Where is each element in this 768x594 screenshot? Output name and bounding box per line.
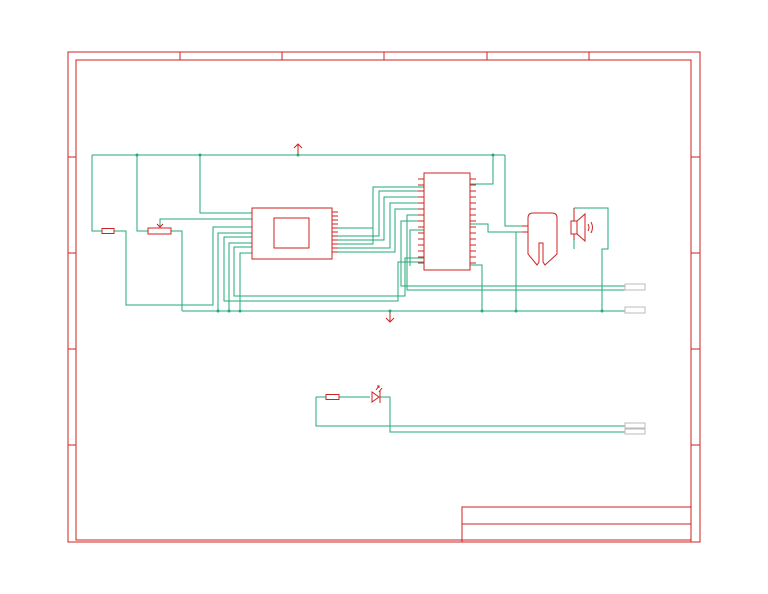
- resistor-r2-icon: [325, 394, 340, 400]
- zone-ticks-right: [691, 156, 700, 446]
- resistor-r1-icon: [101, 228, 115, 234]
- outer-border: [67, 51, 701, 543]
- connector-upper-a-icon: [624, 283, 646, 291]
- wires-led-circuit: [315, 396, 625, 433]
- connector-lower-b-icon: [624, 428, 646, 435]
- junction-dots: [135, 153, 604, 313]
- microcontroller-icon: [418, 172, 476, 271]
- wires-main-circuit: [91, 154, 625, 312]
- zone-ticks-left: [68, 156, 76, 446]
- connectors: [624, 283, 646, 435]
- potentiometer-icon: [147, 223, 172, 235]
- connector-lower-a-icon: [624, 422, 646, 429]
- inner-border: [75, 59, 692, 541]
- power-arrow-up-icon: [293, 143, 303, 155]
- relay-icon: [522, 212, 558, 266]
- connector-upper-b-icon: [624, 306, 646, 314]
- speaker-icon: [570, 208, 593, 243]
- zone-ticks-top: [179, 52, 590, 60]
- title-block: [461, 506, 692, 543]
- led-icon: [371, 385, 383, 403]
- ground-arrow-down-icon: [385, 311, 395, 323]
- drawing-frame: [67, 51, 701, 543]
- lcd-module-icon: [251, 207, 338, 260]
